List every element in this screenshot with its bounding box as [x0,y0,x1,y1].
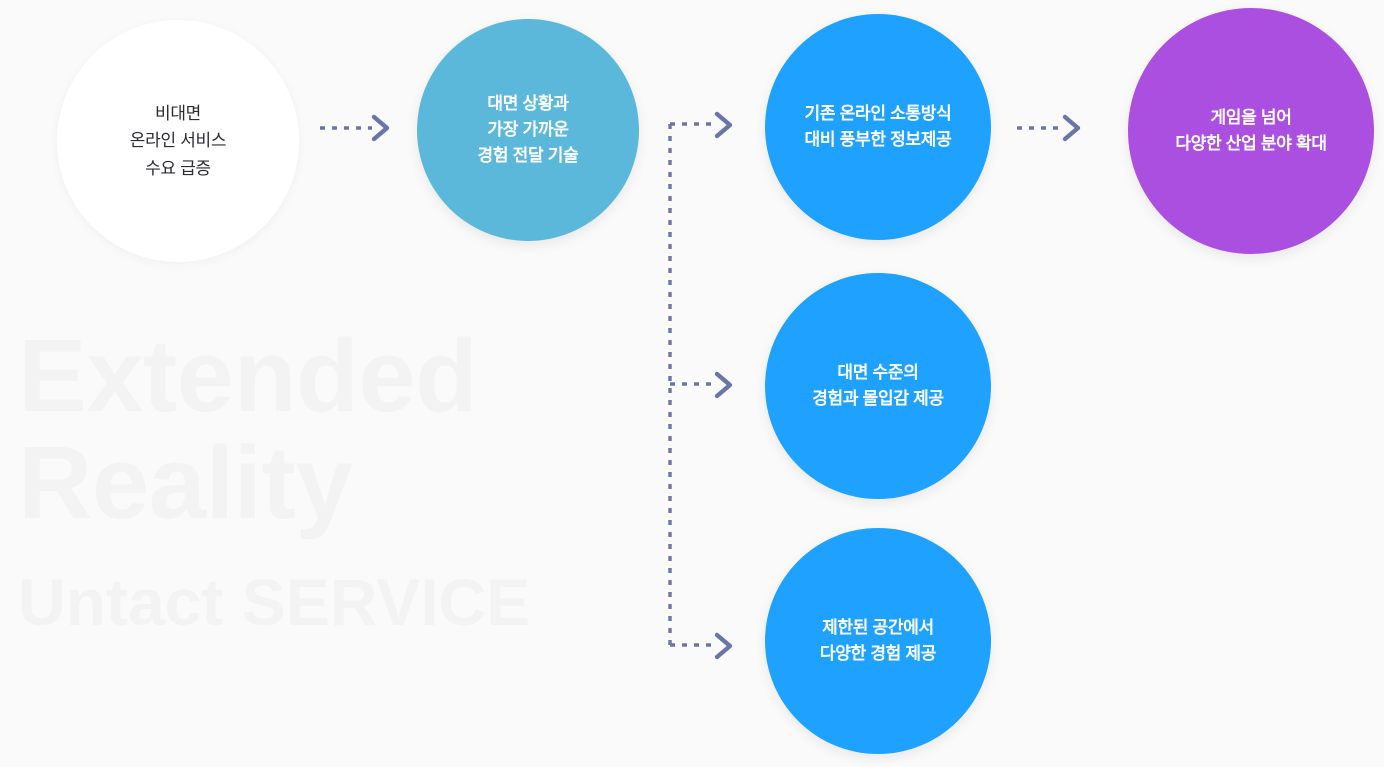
node-experience-delivery-tech-label: 대면 상황과 가장 가까운 경험 전달 기술 [477,94,579,165]
arrow-info-to-expand [1017,114,1081,142]
node-immersive-experience[interactable]: 대면 수준의 경험과 몰입감 제공 [765,273,991,499]
watermark-line-2: Reality [18,424,353,540]
node-limited-space-experience-label: 제한된 공간에서 다양한 경험 제공 [819,618,937,663]
node-limited-space-experience[interactable]: 제한된 공간에서 다양한 경험 제공 [765,528,991,754]
node-demand-surge[interactable]: 비대면 온라인 서비스 수요 급증 [57,20,299,262]
node-industry-expansion-label: 게임을 넘어 다양한 산업 분야 확대 [1175,108,1327,153]
arrow-tech-to-immersion [670,371,733,399]
arrow-origin-to-tech [320,114,390,142]
watermark-line-1: Extended [18,318,478,433]
node-demand-surge-label: 비대면 온라인 서비스 수요 급증 [129,103,227,178]
background-watermark: Extended Reality Untact SERVICE [18,318,638,639]
node-rich-information-label: 기존 온라인 소통방식 대비 풍부한 정보제공 [804,104,952,149]
watermark-line-3: Untact SERVICE [18,564,531,639]
node-industry-expansion[interactable]: 게임을 넘어 다양한 산업 분야 확대 [1128,8,1374,254]
arrow-tech-to-info [670,111,733,139]
node-immersive-experience-label: 대면 수준의 경험과 몰입감 제공 [812,363,944,408]
arrow-tech-to-space [670,632,733,660]
node-experience-delivery-tech[interactable]: 대면 상황과 가장 가까운 경험 전달 기술 [417,19,639,241]
node-rich-information[interactable]: 기존 온라인 소통방식 대비 풍부한 정보제공 [765,14,991,240]
